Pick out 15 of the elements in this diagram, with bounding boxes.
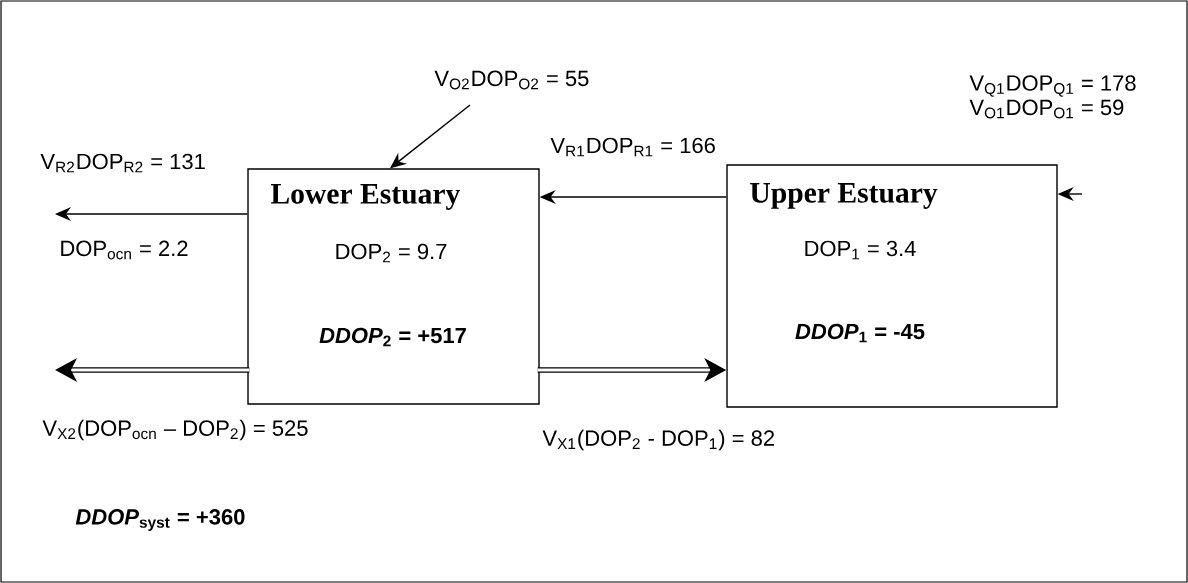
box-title: Lower Estuary — [270, 184, 461, 210]
concentration-text: DOP$_{1}$ = 3.4 — [805, 240, 916, 260]
flux-text: DDOP$_{2}$ = +517 — [319, 327, 466, 347]
flux-text: DDOP$_{syst}$ = +360 — [75, 509, 245, 531]
equation-text: V$_{Q1}$DOP$_{Q1}$ = 178 — [969, 75, 1136, 97]
flux-text: DDOP$_{1}$ = -45 — [795, 323, 925, 343]
box-title: Upper Estuary — [750, 183, 938, 209]
edge-label: V$_{R1}$DOP$_{R1}$ = 166 — [548, 135, 718, 159]
edge-label: V$_{R2}$DOP$_{R2}$ = 131 — [38, 151, 208, 175]
edge-label: V$_{X1}$(DOP$_{2}$ - DOP$_{1}$) = 82 — [540, 427, 778, 453]
edge-label: V$_{O2}$DOP$_{O2}$ = 55 — [432, 68, 592, 92]
equation-text: V$_{O1}$DOP$_{O1}$ = 59 — [969, 99, 1124, 119]
edge-label: V$_{X2}$(DOP$_{ocn}$ – DOP$_{2}$) = 525 — [40, 417, 311, 443]
equation-text: DOP$_{ocn}$ = 2.2 — [61, 240, 188, 260]
concentration-text: DOP$_{2}$ = 9.7 — [336, 243, 447, 263]
